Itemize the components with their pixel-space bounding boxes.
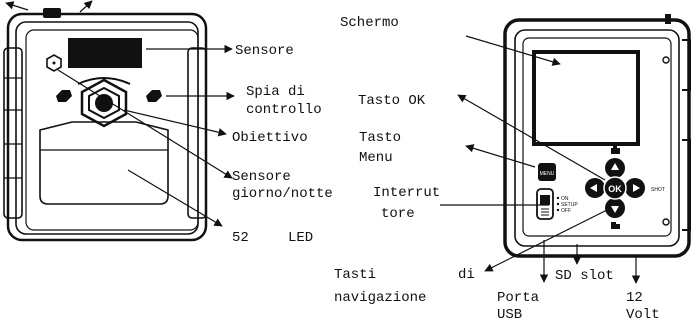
arrow-right-icon: [633, 184, 640, 192]
menu-button: [538, 163, 556, 181]
label-volt-line2: Volt: [626, 307, 660, 321]
camera-front-view: [3, 0, 208, 242]
lens: [95, 94, 113, 112]
label-porta-line2: USB: [497, 307, 522, 321]
back-body-inner: [514, 29, 680, 247]
arrow-led: [127, 169, 223, 227]
indicator-left: [56, 90, 72, 102]
camera-back-view: MENU OK SHOT ON SETUP OFF: [503, 14, 691, 258]
arrow-left-icon: [590, 184, 597, 192]
label-schermo: Schermo: [340, 15, 399, 31]
label-tasti-line1: Tasti: [334, 267, 376, 283]
menu-button-label: MENU: [540, 171, 555, 177]
label-obiettivo: Obiettivo: [232, 130, 308, 146]
pir-sensor-window: [68, 38, 142, 68]
top-pointer-right: [79, 0, 93, 13]
strap-rail-right: [187, 47, 207, 219]
power-switch-knob: [540, 195, 550, 205]
switch-on-text: ON: [561, 196, 569, 202]
back-panel: [522, 37, 672, 237]
lens-ring: [88, 86, 120, 120]
indicator-right: [146, 90, 162, 102]
hinge-top: [662, 56, 670, 64]
label-sensore-gn-line1: Sensore: [232, 169, 291, 185]
arrow-down-icon: [611, 206, 619, 213]
lens-hood: [77, 77, 131, 85]
video-mode-icon: [611, 222, 620, 229]
switch-setup-text: SETUP: [561, 202, 578, 208]
label-tasto-menu-line1: Tasto: [359, 130, 401, 146]
label-sensore: Sensore: [235, 43, 294, 59]
screen: [532, 50, 640, 146]
label-volt-line1: 12: [626, 290, 643, 306]
label-sensore-gn-line2: giorno/notte: [232, 186, 333, 202]
light-sensor: [46, 54, 62, 72]
led-panel: [39, 121, 169, 205]
label-tasto-ok: Tasto OK: [358, 93, 426, 109]
front-panel: [25, 29, 199, 231]
arrow-tasto-ok: [457, 94, 606, 181]
lens-housing: [80, 78, 128, 128]
label-spia-line2: controllo: [246, 102, 322, 118]
shot-text: SHOT: [651, 187, 665, 193]
label-led: LED: [288, 230, 313, 246]
switch-off-text: OFF: [561, 208, 571, 214]
back-body: [503, 18, 691, 258]
label-tasti-line2: navigazione: [334, 290, 426, 306]
label-interruttore-line1: Interrut: [373, 185, 440, 201]
latch-lower: [682, 139, 691, 231]
label-spia-line1: Spia di: [246, 84, 305, 100]
arrow-sensore-giorno-notte: [57, 69, 233, 179]
latch-upper: [682, 39, 691, 91]
arrow-obiettivo: [123, 109, 227, 137]
ok-button-label: OK: [608, 184, 622, 194]
power-switch: [536, 188, 554, 220]
arrow-up-icon: [611, 163, 619, 170]
top-pointer-left: [5, 1, 29, 11]
label-porta-line1: Porta: [497, 290, 539, 306]
camera-mode-icon: [611, 148, 620, 154]
label-tasto-menu-line2: Menu: [359, 150, 393, 166]
label-sd-slot: SD slot: [555, 268, 614, 284]
hinge-bottom: [662, 218, 670, 226]
strap-rail-left: [3, 47, 23, 219]
label-interruttore-line2: tore: [381, 206, 415, 222]
ok-button: [603, 176, 627, 200]
arrow-tasti-navigazione: [484, 209, 608, 272]
label-led-count: 52: [232, 230, 249, 246]
arrow-tasto-menu: [465, 144, 536, 168]
label-tasti-di: di: [458, 267, 475, 283]
arrow-schermo: [465, 35, 561, 66]
